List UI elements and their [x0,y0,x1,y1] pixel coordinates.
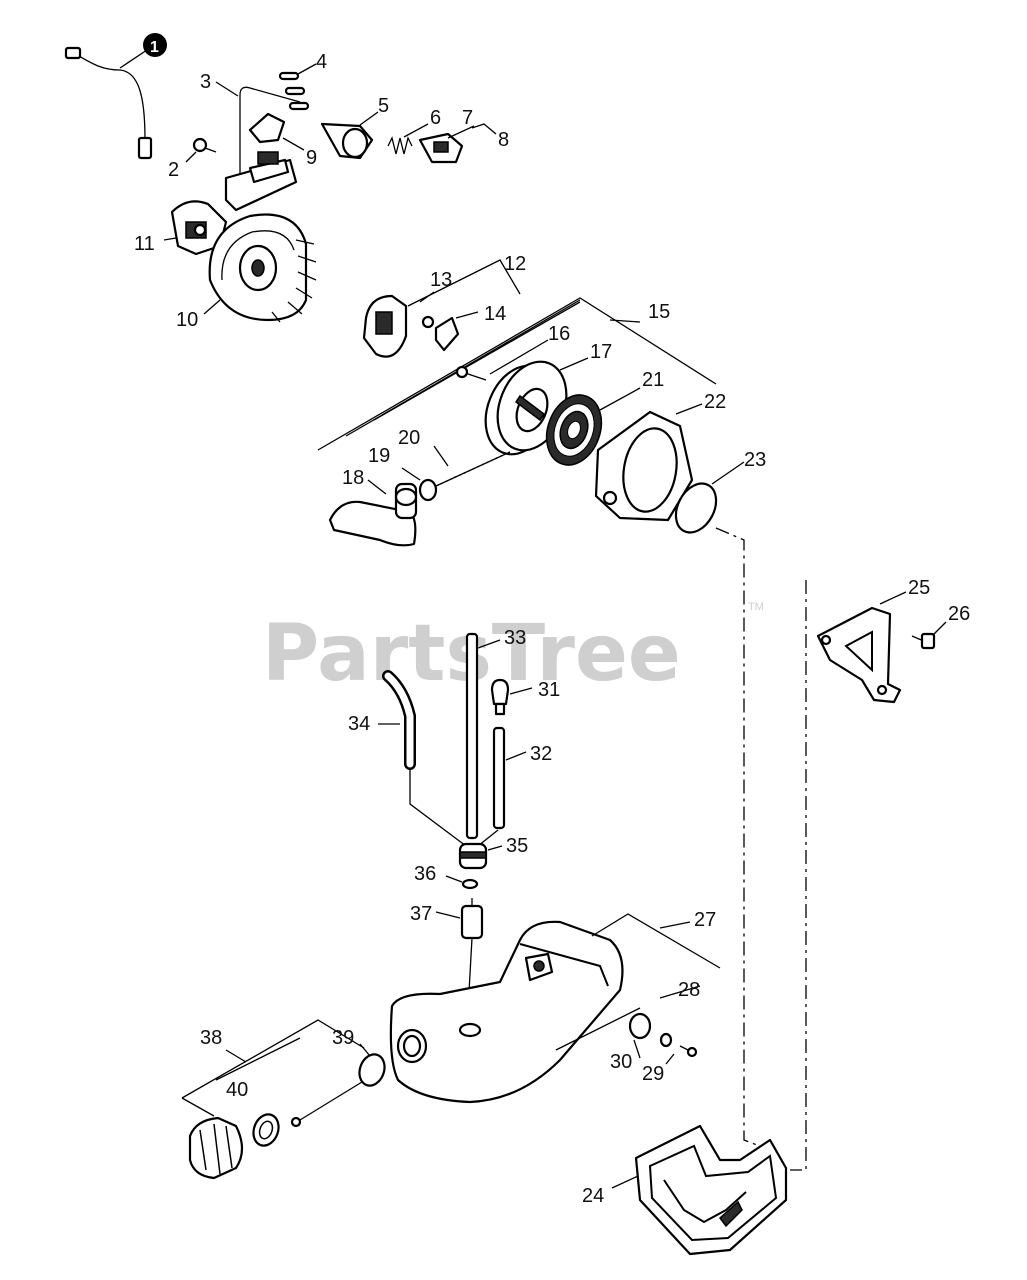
part-5-plug-boot[interactable] [320,122,374,160]
callout-39: 39 [332,1027,354,1049]
callout-31: 31 [538,679,560,701]
part-9-clip[interactable] [248,112,286,144]
callout-29: 29 [642,1063,664,1085]
callout-22: 22 [704,391,726,413]
callout-12: 12 [504,253,526,275]
callout-6: 6 [430,107,441,129]
alignment-line-b [790,580,807,1171]
part-34-tube[interactable] [382,670,416,770]
callout-34: 34 [348,713,370,735]
part-19-nut[interactable] [418,478,438,502]
part-38-fuel-cap[interactable] [188,1116,244,1180]
callout-11: 11 [134,233,155,255]
callout-1-badge [143,33,167,57]
callout-30: 30 [610,1051,632,1073]
part-13-pawl-plate[interactable] [362,294,408,358]
callout-18: 18 [342,467,364,489]
part-24-base-frame[interactable] [634,1124,788,1256]
part-22-starter-case[interactable] [594,410,694,522]
callout-9: 9 [306,147,317,169]
part-32-pipe[interactable] [492,726,506,830]
callout-32: 32 [530,743,552,765]
callout-24: 24 [582,1185,604,1207]
callout-1-label: 1 [150,39,159,56]
part-27-fuel-tank[interactable] [389,920,624,1104]
callout-38: 38 [200,1027,222,1049]
part-20-shaft[interactable] [435,451,511,487]
part-6-spring[interactable] [387,136,413,155]
callout-28: 28 [678,979,700,1001]
part-33-fuel-pipe[interactable] [465,632,479,840]
callout-36: 36 [414,863,436,885]
part-4-spacer[interactable] [278,71,310,111]
part-14-pawl[interactable] [421,315,460,352]
part-25-bracket[interactable] [816,606,902,704]
part-3-ignition-coil[interactable] [224,86,301,212]
callout-35: 35 [506,835,528,857]
callout-7: 7 [462,107,473,129]
callout-40: 40 [226,1079,248,1101]
callout-4: 4 [316,51,327,73]
callout-14: 14 [484,303,506,325]
part-16-screw[interactable] [455,365,487,381]
callout-16: 16 [548,323,570,345]
callout-25: 25 [908,577,930,599]
part-2-screw[interactable] [192,137,217,153]
part-18-starter-handle[interactable] [328,482,418,547]
callout-17: 17 [590,341,612,363]
part-11-module[interactable] [170,200,228,256]
part-21-recoil-spring[interactable] [537,387,610,472]
callout-37: 37 [410,903,432,925]
part-23-gasket[interactable] [668,477,724,540]
alignment-line-a [715,527,771,1151]
callout-15: 15 [648,301,670,323]
callout-20: 20 [398,427,420,449]
part-30-bushing[interactable] [628,1012,652,1040]
part-10-flywheel[interactable] [208,213,317,323]
part-36-oring[interactable] [461,878,479,890]
callout-3: 3 [200,71,211,93]
callout-27: 27 [694,909,716,931]
callout-19: 19 [368,445,390,467]
callout-8: 8 [498,129,509,151]
watermark-trademark: TM [748,601,764,613]
callout-21: 21 [642,369,664,391]
callout-13: 13 [430,269,452,291]
part-35-grommet[interactable] [458,842,488,870]
part-39-strap[interactable] [290,1051,389,1128]
part-26-bolt[interactable] [911,632,936,650]
part-31-filter[interactable] [490,678,510,716]
part-7-terminal[interactable] [418,132,464,164]
callout-10: 10 [176,309,198,331]
callout-33: 33 [504,627,526,649]
callout-26: 26 [948,603,970,625]
part-29-screw[interactable] [659,1032,698,1058]
part-40-gasket[interactable] [249,1111,282,1149]
part-37-fuel-filter[interactable] [460,898,484,940]
callout-2: 2 [168,159,179,181]
callout-5: 5 [378,95,389,117]
callout-23: 23 [744,449,766,471]
part-1-wire[interactable] [64,46,153,160]
